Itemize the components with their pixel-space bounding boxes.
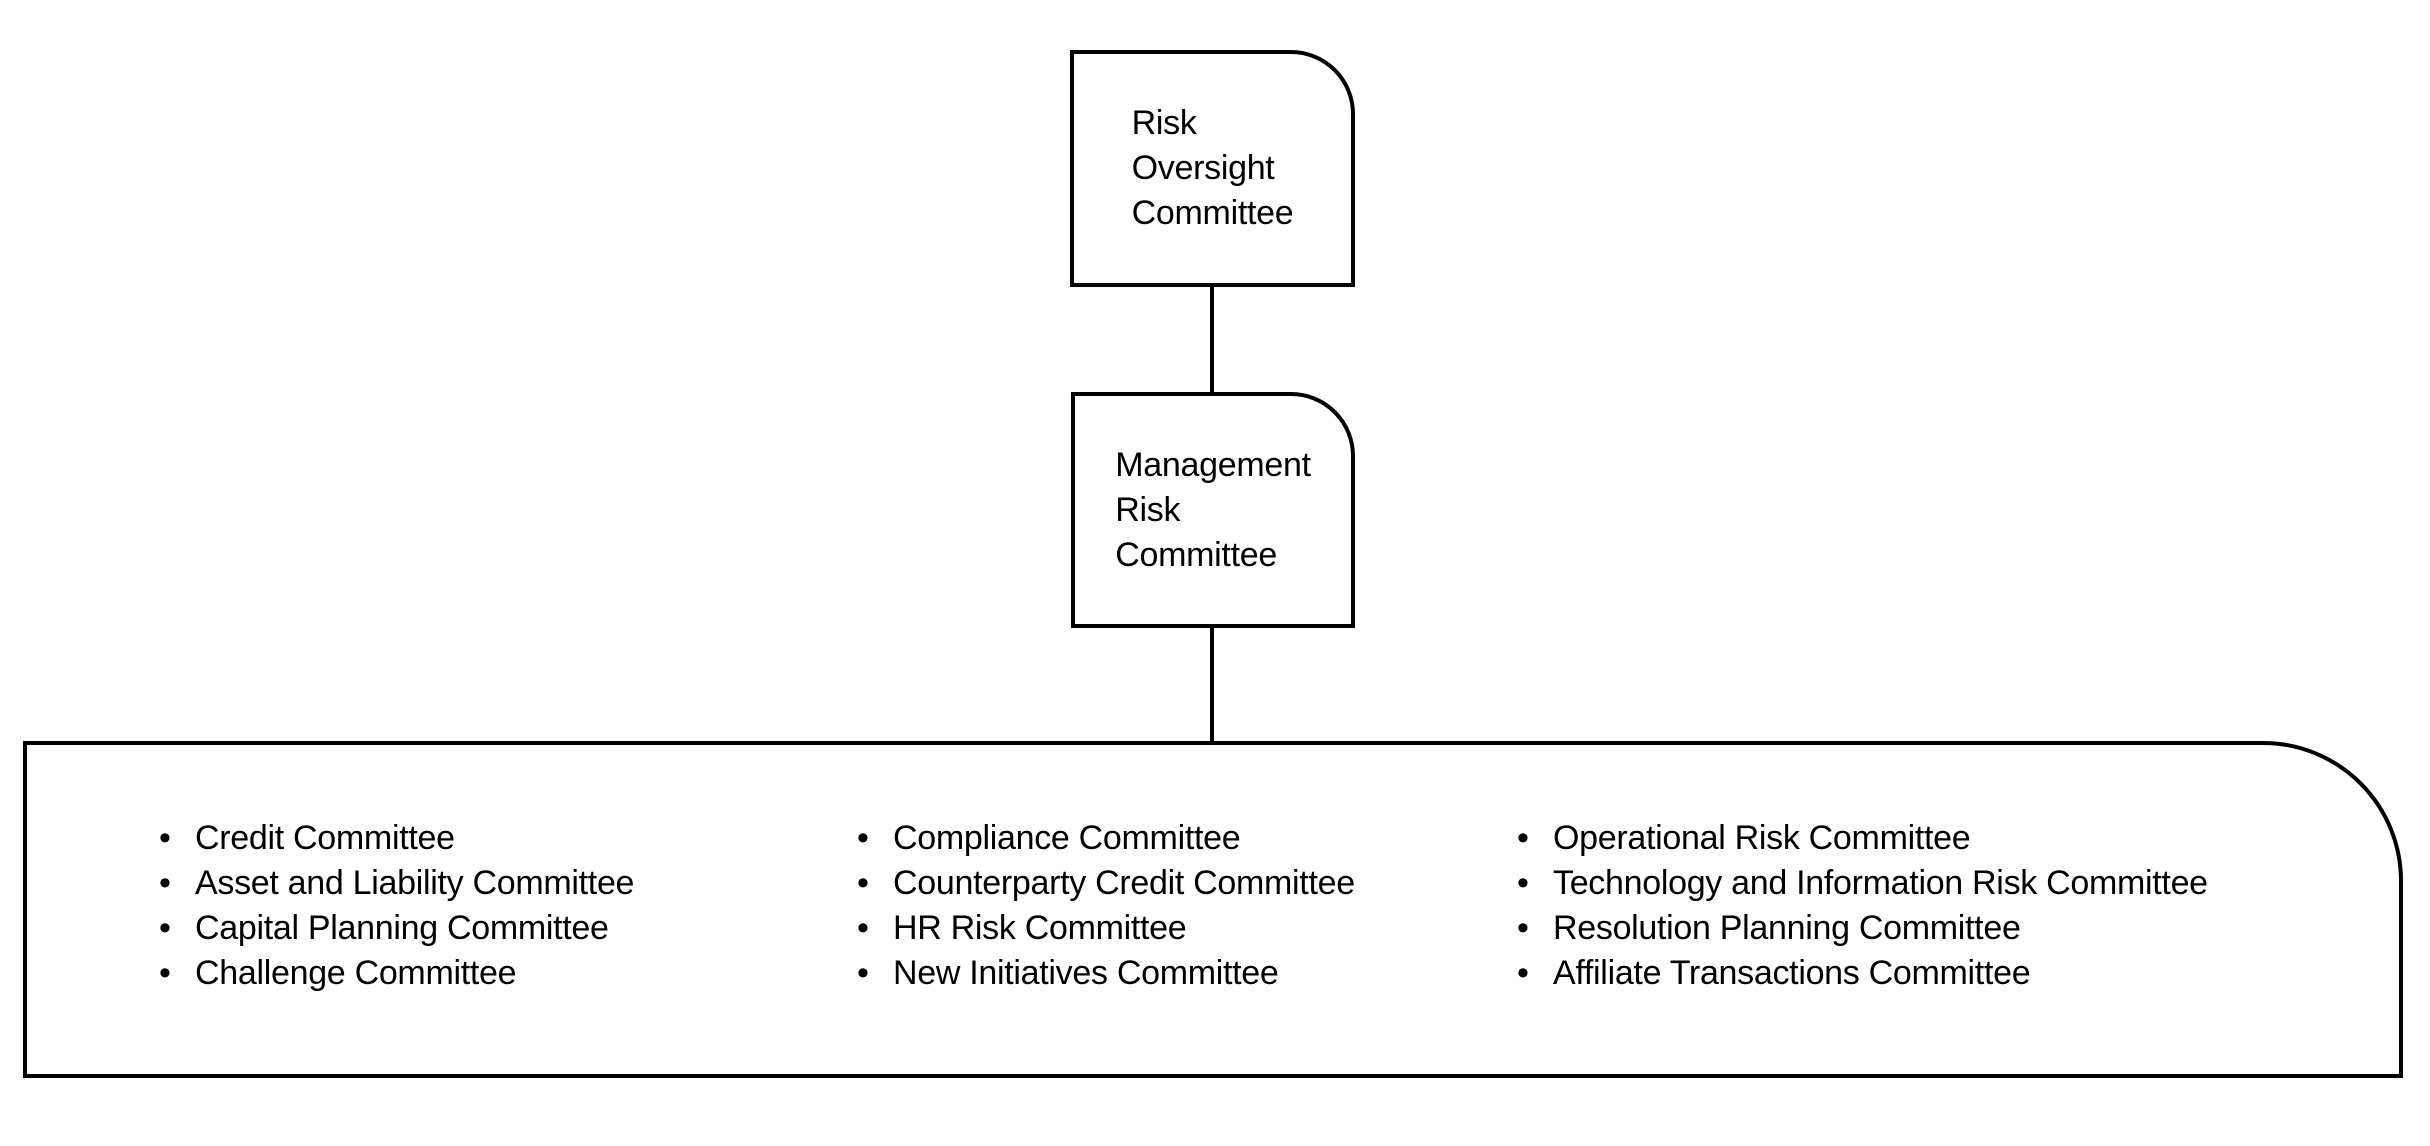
list-item: • Counterparty Credit Committee <box>857 861 1355 906</box>
bullet-icon: • <box>159 819 171 857</box>
bullet-icon: • <box>1517 819 1529 857</box>
node-label: Management Risk Committee <box>1115 443 1311 578</box>
list-item: • Technology and Information Risk Committ… <box>1517 861 2208 906</box>
list-item: • Challenge Committee <box>159 951 634 996</box>
bullet-icon: • <box>159 909 171 947</box>
subcommittee-panel: • Credit Committee • Asset and Liability C… <box>23 741 2403 1078</box>
node-label-line: Risk <box>1131 104 1197 142</box>
node-label-line: Oversight <box>1131 149 1275 187</box>
list-item-label: Asset and Liability Committee <box>195 864 635 902</box>
list-item: • New Initiatives Committee <box>857 951 1355 996</box>
bullet-icon: • <box>159 864 171 902</box>
bullet-icon: • <box>857 819 869 857</box>
list-item-label: Resolution Planning Committee <box>1553 909 2021 947</box>
bullet-icon: • <box>857 909 869 947</box>
node-label-line: Risk <box>1115 490 1181 529</box>
bullet-icon: • <box>159 954 171 992</box>
node-management-risk-committee: Management Risk Committee <box>1071 392 1355 628</box>
node-label-line: Management <box>1115 445 1311 484</box>
list-item: • Asset and Liability Committee <box>159 861 634 906</box>
list-item-label: Credit Committee <box>195 819 455 857</box>
bullet-icon: • <box>1517 864 1529 902</box>
list-item: • Capital Planning Committee <box>159 906 634 951</box>
list-item: • Compliance Committee <box>857 816 1355 861</box>
subcommittee-list-1: • Credit Committee • Asset and Liability C… <box>159 816 634 996</box>
list-item-label: Technology and Information Risk Committe… <box>1553 864 2208 902</box>
list-item-label: New Initiatives Committee <box>893 954 1279 992</box>
bullet-icon: • <box>857 864 869 902</box>
list-item: • Affiliate Transactions Committee <box>1517 951 2208 996</box>
list-item-label: Capital Planning Committee <box>195 909 609 947</box>
list-item: • Operational Risk Committee <box>1517 816 2208 861</box>
connector-child-to-panel <box>1210 626 1214 744</box>
node-label-line: Committee <box>1131 194 1294 232</box>
list-item: • HR Risk Committee <box>857 906 1355 951</box>
bullet-icon: • <box>857 954 869 992</box>
bullet-icon: • <box>1517 954 1529 992</box>
list-item: • Credit Committee <box>159 816 634 861</box>
list-item-label: HR Risk Committee <box>893 909 1187 947</box>
subcommittee-list-2: • Compliance Committee • Counterparty Cred… <box>857 816 1355 996</box>
connector-root-to-child <box>1210 285 1214 395</box>
bullet-icon: • <box>1517 909 1529 947</box>
list-item: • Resolution Planning Committee <box>1517 906 2208 951</box>
list-item-label: Challenge Committee <box>195 954 517 992</box>
node-label-line: Committee <box>1115 535 1277 574</box>
node-risk-oversight-committee: Risk Oversight Committee <box>1070 50 1355 287</box>
list-item-label: Counterparty Credit Committee <box>893 864 1355 902</box>
node-label: Risk Oversight Committee <box>1132 101 1294 236</box>
subcommittee-list-3: • Operational Risk Committee • Technology … <box>1517 816 2208 996</box>
list-item-label: Compliance Committee <box>893 819 1241 857</box>
list-item-label: Operational Risk Committee <box>1553 819 1971 857</box>
list-item-label: Affiliate Transactions Committee <box>1553 954 2031 992</box>
